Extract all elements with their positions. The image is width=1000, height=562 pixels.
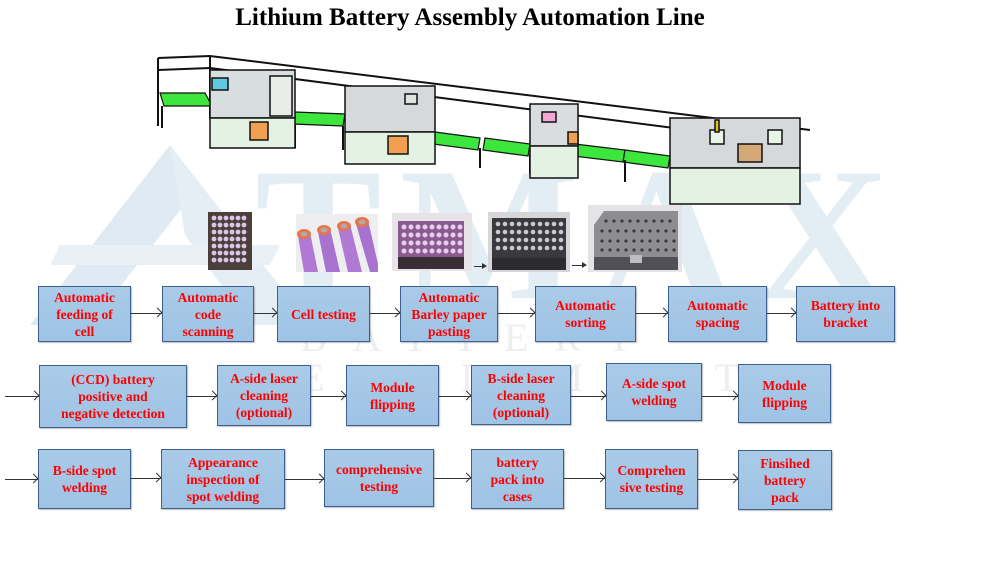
flow-arrow-icon [285, 479, 324, 480]
cell-matrix-photo [208, 212, 252, 270]
page-title: Lithium Battery Assembly Automation Line [235, 4, 705, 31]
flow-arrow-icon [5, 479, 38, 480]
welded-module-photo [588, 205, 682, 272]
flow-arrow-icon [5, 396, 39, 397]
step-automatic-code-scanning: Automatic code scanning [162, 286, 254, 342]
step-a-side-spot-welding: A-side spot welding [606, 363, 702, 421]
step-automatic-spacing: Automatic spacing [668, 286, 767, 342]
step-appearance-inspection: Appearance inspection of spot welding [161, 449, 285, 509]
thumbnail-arrow-icon [572, 262, 587, 268]
flow-arrow-icon [498, 313, 535, 314]
flow-arrow-icon [702, 396, 738, 397]
flow-arrow-icon [254, 313, 277, 314]
flow-arrow-icon [698, 479, 738, 480]
step-battery-pack-into-cases: battery pack into cases [471, 449, 564, 509]
step-module-flipping-1: Module flipping [346, 365, 439, 426]
step-b-side-spot-welding: B-side spot welding [38, 449, 131, 509]
thumbnail-arrow-icon [474, 263, 487, 269]
step-battery-into-bracket: Battery into bracket [796, 286, 895, 342]
assembly-line-machine-image [157, 54, 810, 205]
flow-arrow-icon [571, 396, 606, 397]
step-finished-battery-pack: Finsihed battery pack [738, 450, 832, 510]
step-automatic-sorting: Automatic sorting [535, 286, 636, 342]
flow-arrow-icon [767, 313, 796, 314]
flow-arrow-icon [439, 396, 471, 397]
flow-arrow-icon [370, 313, 400, 314]
cylindrical-cells-photo [296, 214, 378, 272]
flow-arrow-icon [131, 478, 161, 479]
flow-arrow-icon [187, 396, 217, 397]
step-ccd-polarity-detection: (CCD) battery positive and negative dete… [39, 365, 187, 428]
step-cell-testing: Cell testing [277, 286, 370, 342]
flow-arrow-icon [564, 478, 605, 479]
flow-arrow-icon [311, 396, 346, 397]
step-module-flipping-2: Module flipping [738, 364, 831, 423]
flow-arrow-icon [434, 478, 471, 479]
step-comprehensive-testing-2: Comprehen sive testing [605, 449, 698, 509]
flow-arrow-icon [131, 313, 162, 314]
cells-in-bracket-photo [488, 212, 570, 272]
step-a-side-laser-cleaning: A-side laser cleaning (optional) [217, 365, 311, 426]
flow-arrow-icon [636, 313, 668, 314]
cells-with-barley-paper-photo [392, 213, 472, 271]
step-automatic-barley-paper-pasting: Automatic Barley paper pasting [400, 286, 498, 342]
step-automatic-feeding-of-cell: Automatic feeding of cell [38, 286, 131, 342]
step-b-side-laser-cleaning: B-side laser cleaning (optional) [471, 365, 571, 425]
step-comprehensive-testing-1: comprehensive testing [324, 449, 434, 507]
